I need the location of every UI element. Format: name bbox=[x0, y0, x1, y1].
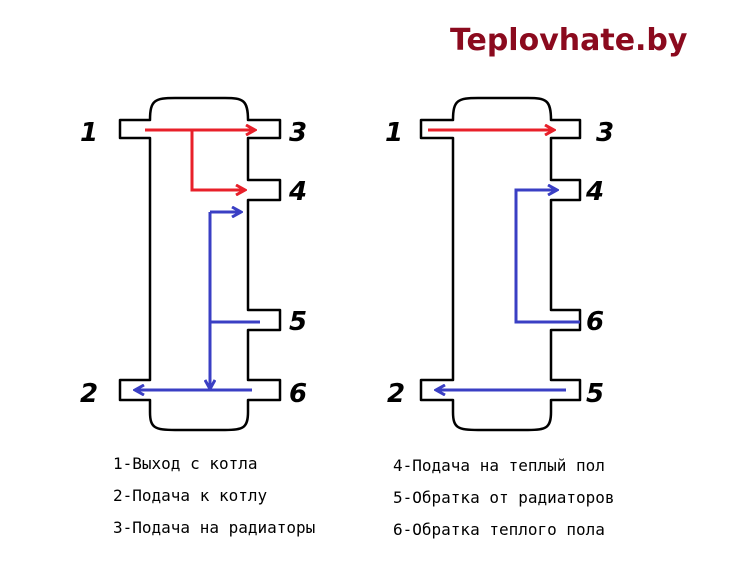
left-port-4: 4 bbox=[288, 177, 307, 207]
right-port-6: 6 bbox=[586, 307, 604, 337]
left-port-6: 6 bbox=[289, 379, 307, 409]
left-tank-outline bbox=[118, 96, 282, 432]
left-port-1: 1 bbox=[80, 118, 98, 148]
legend-item-5: 5-Обратка от радиаторов bbox=[393, 488, 615, 507]
right-tank: 1 3 4 6 2 5 bbox=[385, 96, 614, 432]
legend-item-1: 1-Выход с котла bbox=[113, 454, 258, 473]
right-port-5: 5 bbox=[586, 379, 604, 409]
left-tank: 1 3 4 5 2 6 bbox=[80, 96, 307, 432]
right-port-3: 3 bbox=[596, 118, 614, 148]
left-port-2: 2 bbox=[80, 379, 98, 409]
right-tank-outline bbox=[419, 96, 582, 432]
legend-item-6: 6-Обратка теплого пола bbox=[393, 520, 605, 539]
left-port-3: 3 bbox=[289, 118, 307, 148]
legend-item-4: 4-Подача на теплый пол bbox=[393, 456, 605, 475]
brand-title: Teplovhate.by bbox=[450, 23, 688, 58]
right-port-4: 4 bbox=[585, 177, 604, 207]
left-flow-1-to-4 bbox=[190, 130, 244, 190]
right-port-1: 1 bbox=[385, 118, 403, 148]
right-flow-6-to-4 bbox=[514, 190, 580, 324]
legend-item-3: 3-Подача на радиаторы bbox=[113, 518, 316, 537]
legend-item-2: 2-Подача к котлу bbox=[113, 486, 268, 505]
left-port-5: 5 bbox=[289, 307, 307, 337]
right-port-2: 2 bbox=[387, 379, 405, 409]
